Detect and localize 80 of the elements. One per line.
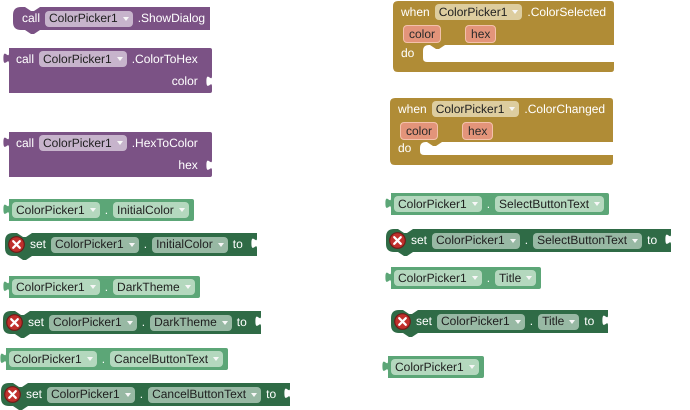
dot-separator: . bbox=[104, 202, 108, 218]
call-block bbox=[3, 132, 212, 177]
getter-block bbox=[3, 199, 194, 221]
event-parameter: hex bbox=[465, 25, 496, 43]
dropdown: SelectButtonText bbox=[533, 232, 642, 248]
member-name: .ColorToHex bbox=[132, 52, 198, 66]
event-block bbox=[390, 98, 614, 165]
block-keyword: to bbox=[647, 233, 658, 248]
dropdown: ColorPicker1 bbox=[394, 270, 482, 286]
dropdown: CancelButtonText bbox=[110, 351, 224, 367]
dropdown: CancelButtonText bbox=[148, 386, 262, 402]
dropdown: DarkTheme bbox=[113, 279, 195, 295]
setter-block bbox=[5, 233, 257, 260]
dot-separator: . bbox=[524, 233, 528, 248]
block-keyword: to bbox=[584, 314, 594, 329]
dropdown: SelectButtonText bbox=[495, 196, 604, 212]
block-keyword: set bbox=[416, 314, 432, 329]
setter-block bbox=[391, 310, 608, 337]
dot-separator: . bbox=[140, 387, 144, 402]
dot-separator: . bbox=[104, 280, 108, 294]
block-keyword: when bbox=[398, 102, 427, 116]
dropdown: ColorPicker1 bbox=[437, 314, 525, 330]
dropdown: ColorPicker1 bbox=[12, 279, 100, 295]
block-keyword: set bbox=[30, 237, 46, 252]
block-keyword: call bbox=[22, 11, 40, 26]
dropdown: ColorPicker1 bbox=[391, 359, 479, 375]
block-keyword: set bbox=[411, 233, 428, 248]
event-block bbox=[393, 1, 614, 72]
dropdown: ColorPicker1 bbox=[9, 351, 97, 367]
dropdown: ColorPicker1 bbox=[39, 135, 127, 151]
getter-block bbox=[3, 276, 200, 298]
call-block bbox=[3, 48, 212, 93]
block-keyword: call bbox=[16, 52, 34, 66]
block-keyword: set bbox=[28, 315, 44, 330]
dot-separator: . bbox=[486, 270, 490, 286]
block-keyword: set bbox=[26, 387, 42, 402]
dropdown: ColorPicker1 bbox=[432, 232, 520, 248]
dropdown: Title bbox=[495, 270, 536, 286]
dropdown: InitialColor bbox=[152, 236, 228, 252]
block-keyword: do bbox=[401, 46, 414, 61]
dropdown: ColorPicker1 bbox=[49, 314, 137, 330]
member-name: .ShowDialog bbox=[138, 11, 206, 26]
dot-separator: . bbox=[102, 352, 106, 366]
dropdown: ColorPicker1 bbox=[39, 51, 127, 67]
argument-label: color bbox=[172, 74, 198, 89]
dropdown: InitialColor bbox=[113, 202, 189, 218]
dropdown: ColorPicker1 bbox=[394, 196, 482, 212]
dropdown: ColorPicker1 bbox=[47, 386, 135, 402]
dropdown: ColorPicker1 bbox=[12, 202, 100, 218]
setter-block bbox=[3, 311, 261, 338]
getter-block bbox=[385, 193, 610, 215]
argument-label: hex bbox=[178, 158, 198, 173]
event-parameter: color bbox=[400, 122, 438, 140]
dropdown: DarkTheme bbox=[150, 314, 232, 330]
dropdown: ColorPicker1 bbox=[432, 101, 520, 117]
block-keyword: do bbox=[398, 141, 412, 156]
dot-separator: . bbox=[142, 315, 146, 330]
block-keyword: to bbox=[266, 387, 276, 402]
block-keyword: when bbox=[401, 4, 430, 20]
member-name: .HexToColor bbox=[132, 136, 198, 150]
member-name: .ColorSelected bbox=[527, 4, 606, 20]
getter-block bbox=[385, 267, 542, 289]
dot-separator: . bbox=[530, 314, 534, 329]
block-keyword: call bbox=[16, 136, 34, 150]
event-parameter: color bbox=[403, 25, 442, 43]
call-block bbox=[13, 7, 210, 34]
dropdown: ColorPicker1 bbox=[434, 4, 522, 20]
dot-separator: . bbox=[486, 196, 490, 212]
dropdown: Title bbox=[538, 314, 580, 330]
setter-block bbox=[386, 229, 672, 256]
dropdown: ColorPicker1 bbox=[45, 10, 133, 26]
block-keyword: to bbox=[236, 315, 247, 330]
getter-block bbox=[0, 348, 228, 370]
member-name: .ColorChanged bbox=[524, 102, 606, 116]
block-keyword: to bbox=[232, 237, 243, 252]
event-parameter: hex bbox=[462, 122, 494, 140]
setter-block bbox=[1, 383, 290, 410]
dropdown: ColorPicker1 bbox=[51, 236, 139, 252]
dot-separator: . bbox=[144, 237, 148, 252]
component-block bbox=[382, 356, 484, 378]
